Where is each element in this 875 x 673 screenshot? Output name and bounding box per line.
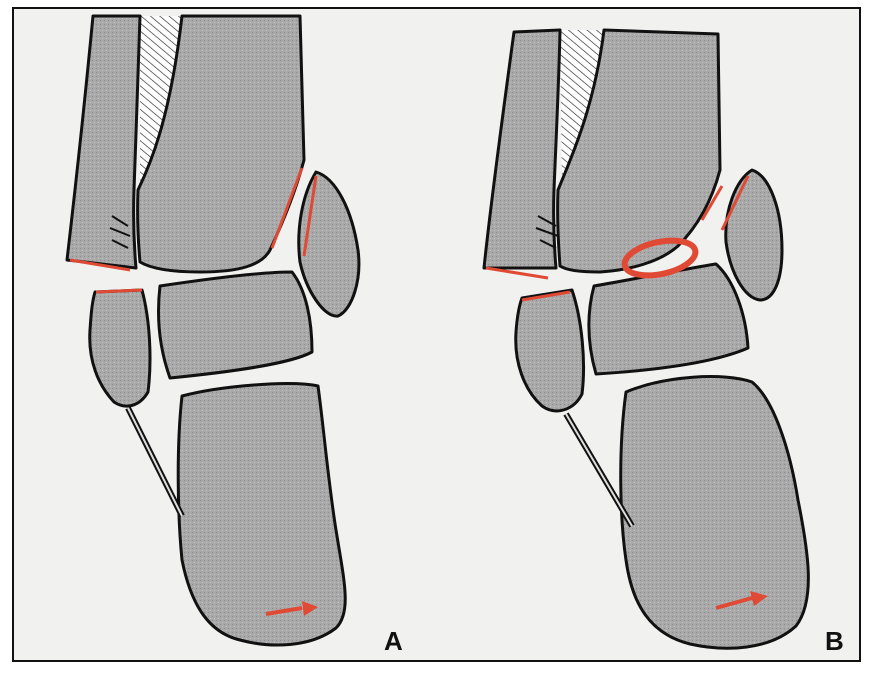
talus-b bbox=[589, 264, 748, 374]
panel-label-b: B bbox=[825, 628, 844, 654]
panel-a bbox=[67, 16, 359, 645]
fibula-fragment-b bbox=[516, 290, 584, 411]
fibula-a bbox=[67, 16, 140, 268]
panel-label-a: A bbox=[384, 628, 403, 654]
calcaneus-b bbox=[621, 377, 809, 649]
fibula-fragment-a bbox=[90, 290, 150, 406]
panel-b bbox=[484, 30, 808, 648]
fracture-line-fragment-a bbox=[96, 290, 142, 292]
calcaneus-a bbox=[178, 384, 345, 645]
medial-malleolus-b bbox=[726, 170, 782, 300]
medial-malleolus-a bbox=[299, 172, 359, 316]
talus-a bbox=[158, 272, 312, 378]
